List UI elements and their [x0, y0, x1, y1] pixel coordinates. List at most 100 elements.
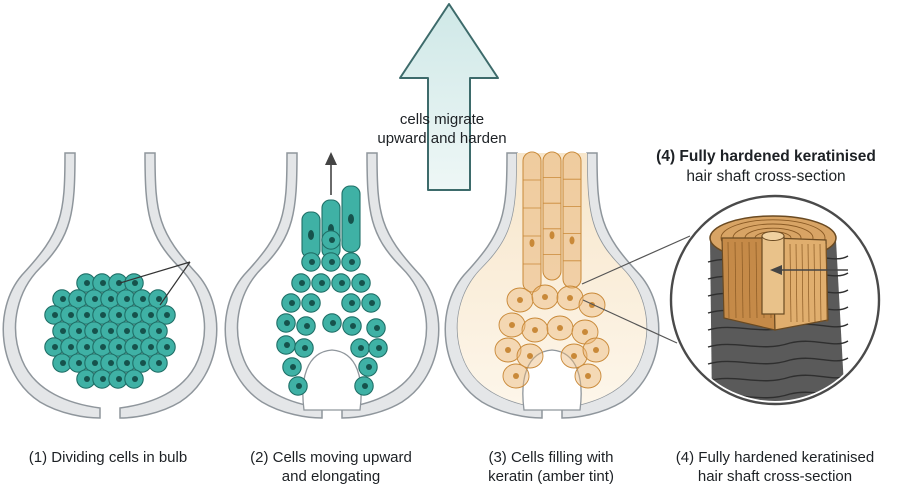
- stage-3-label-line1: (3) Cells filling with: [488, 449, 614, 466]
- cortex-fiber: [755, 241, 758, 319]
- cell-nucleus: [527, 353, 533, 359]
- cell-nucleus: [330, 320, 336, 326]
- cell-nucleus: [284, 320, 290, 326]
- dermal-papilla: [302, 349, 362, 411]
- cell-nucleus: [52, 312, 58, 318]
- cell-nucleus: [585, 373, 591, 379]
- pointer-line: [159, 261, 191, 306]
- keratin-column: [542, 151, 562, 281]
- stage-2-label-line1: (2) Cells moving upward: [250, 449, 412, 466]
- cell-nucleus: [164, 344, 170, 350]
- cortex-fibers: [727, 241, 828, 323]
- cell-nucleus: [350, 323, 356, 329]
- inset-title-line2: hair shaft cross-section: [686, 168, 846, 185]
- cell-nucleus: [84, 280, 90, 286]
- cell-nucleus: [329, 237, 335, 243]
- cell-nucleus: [348, 214, 354, 224]
- follicle-wall: [2, 152, 218, 419]
- cell-nucleus: [349, 259, 355, 265]
- cell-nucleus: [84, 312, 90, 318]
- stage-3-label: (3) Cells filling with keratin (amber ti…: [466, 448, 636, 486]
- elongating-cell-group: [276, 185, 388, 411]
- cell-nucleus: [542, 294, 548, 300]
- cell-nucleus: [60, 328, 66, 334]
- cortex-fiber: [734, 241, 737, 319]
- cell-nucleus: [92, 328, 98, 334]
- cell-nucleus: [116, 344, 122, 350]
- cortex-fiber: [825, 243, 828, 323]
- cell-nucleus: [100, 344, 106, 350]
- migration-arrow: [399, 3, 499, 191]
- cell-nucleus: [302, 345, 308, 351]
- cell-nucleus: [60, 360, 66, 366]
- follicle-wall-right: [119, 152, 218, 419]
- cortex-fiber: [807, 243, 810, 323]
- cell-nucleus: [68, 344, 74, 350]
- cell-nucleus: [582, 329, 588, 335]
- cell-nucleus: [549, 231, 555, 240]
- cell-nucleus: [567, 295, 573, 301]
- cell-nucleus: [296, 383, 302, 389]
- cell-nucleus: [140, 360, 146, 366]
- cell-nucleus: [517, 297, 523, 303]
- follicle-wall-left: [2, 152, 101, 419]
- cell-nucleus: [124, 296, 130, 302]
- cell-nucleus: [100, 376, 106, 382]
- cell-nucleus: [349, 300, 355, 306]
- cortex-fiber: [813, 243, 816, 323]
- cell-nucleus: [374, 325, 380, 331]
- zoom-line: [582, 299, 678, 344]
- stage-1-label: (1) Dividing cells in bulb: [8, 448, 208, 467]
- cell-nucleus: [100, 312, 106, 318]
- cell-nucleus: [148, 344, 154, 350]
- cell-nucleus: [164, 312, 170, 318]
- cell-nucleus: [359, 280, 365, 286]
- inset-title: (4) Fully hardened keratinised hair shaf…: [648, 147, 884, 187]
- cell-nucleus: [132, 376, 138, 382]
- cell-nucleus: [108, 296, 114, 302]
- cell-nucleus: [366, 364, 372, 370]
- cell-nucleus: [132, 280, 138, 286]
- cell-nucleus: [376, 345, 382, 351]
- stage-3-label-line2: keratin (amber tint): [488, 468, 614, 485]
- keratin-column: [522, 151, 542, 293]
- cell-nucleus: [358, 345, 364, 351]
- cell-nucleus: [529, 239, 535, 247]
- cell-nucleus: [140, 328, 146, 334]
- cuticle-scale: [707, 374, 849, 382]
- upward-small-arrow: [325, 152, 337, 195]
- cell-nucleus: [593, 347, 599, 353]
- cell-nucleus: [76, 296, 82, 302]
- cell-nucleus: [284, 342, 290, 348]
- cortex-fiber: [789, 243, 792, 323]
- pointer-line: [119, 261, 191, 284]
- cell-nucleus: [156, 296, 162, 302]
- cell-nucleus: [509, 322, 515, 328]
- stage-2-label: (2) Cells moving upward and elongating: [226, 448, 436, 486]
- cell-nucleus: [132, 312, 138, 318]
- cell-nucleus: [140, 296, 146, 302]
- dermal-papilla: [522, 349, 582, 411]
- cell-nucleus: [84, 376, 90, 382]
- cell-nucleus: [369, 300, 375, 306]
- cell-nucleus: [76, 360, 82, 366]
- migration-caption-line1: cells migrate: [399, 111, 485, 128]
- cell-nucleus: [68, 312, 74, 318]
- cell-nucleus: [60, 296, 66, 302]
- cell-nucleus: [309, 259, 315, 265]
- cell-nucleus: [513, 373, 519, 379]
- cell-nucleus: [319, 280, 325, 286]
- cell-nucleus: [52, 344, 58, 350]
- cell-nucleus: [290, 364, 296, 370]
- cell-nucleus: [84, 344, 90, 350]
- cortex-fiber: [801, 243, 804, 323]
- cell-nucleus: [505, 347, 511, 353]
- cell-nucleus: [124, 328, 130, 334]
- stage-4-label-line2: hair shaft cross-section: [697, 468, 853, 485]
- dividing-cell-cluster: [44, 273, 176, 389]
- keratin-cell-group: [494, 151, 610, 411]
- inset-title-line1: (4) Fully hardened keratinised: [656, 148, 876, 165]
- cell-nucleus: [92, 296, 98, 302]
- cell-nucleus: [571, 353, 577, 359]
- cell-nucleus: [116, 376, 122, 382]
